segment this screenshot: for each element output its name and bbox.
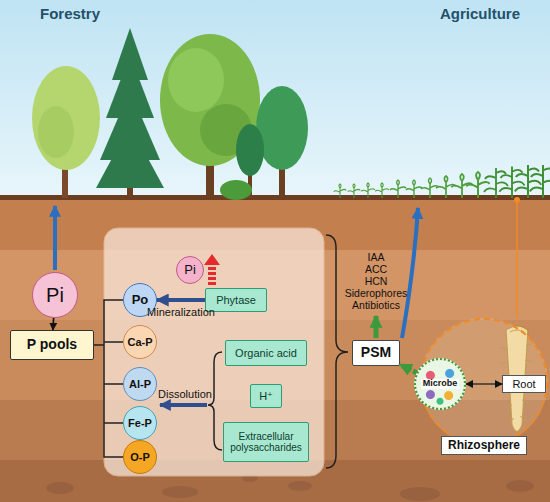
node-label: Root [512,378,535,390]
region-title: Agriculture [420,6,540,23]
process-label: Dissolution [150,388,220,400]
secretion-arrow [374,316,379,338]
pi-circle: Pi [176,256,204,284]
node-label: Po [132,293,149,307]
factor-label: Siderophores [336,288,416,300]
factor-label: IAA [336,252,416,264]
factor-label: HCN [336,276,416,288]
dissolution-bracket [208,352,222,450]
node-label: Ca-P [127,336,152,348]
uptake-arrow [402,208,418,338]
pool-circle: Fe-P [123,406,157,440]
node-label: Fe-P [128,417,152,429]
mechanism-box: H⁺ [250,384,282,408]
rhizosphere-circle: RhizosphereMicrobeRoot [420,318,548,446]
mechanism-brace [326,235,348,468]
process-panel [104,228,324,476]
node-label: Extracellular polysaccharides [224,431,308,453]
pool-box: P pools [10,330,94,360]
mechanism-box: Organic acid [225,340,307,366]
node-label: H⁺ [259,390,273,402]
node-label: Rhizosphere [441,436,527,455]
soil-layers [0,195,550,502]
region-title: Forestry [20,6,120,23]
factor-label: ACC [336,264,416,276]
node-label: P pools [27,337,77,352]
flow-arrow [157,298,205,302]
node-label: PSM [361,345,391,360]
pool-circle: Ca-P [123,325,157,359]
sky [0,0,550,200]
node-label: Phytase [216,294,256,306]
factor-label: Antibiotics [336,300,416,312]
mechanism-box: Extracellular polysaccharides [223,422,309,462]
pool-bracket [94,300,123,457]
node-label: Organic acid [235,347,297,359]
edge-label: Mineralization [136,306,226,318]
pi-circle: Pi [32,272,78,318]
dissolution-arrow [160,403,207,407]
crops [334,165,550,198]
node-label: Pi [184,263,196,277]
psm-box: PSM [352,340,400,366]
node-label: Microbe [421,379,460,389]
node-label: Al-P [129,378,151,390]
uptake-arrow [53,206,57,270]
pebbles [46,474,534,501]
forest-trees [32,28,308,200]
node-label: O-P [130,451,150,463]
pool-circle: Al-P [123,367,157,401]
flow-arrow [52,318,54,330]
flow-arrow [400,365,417,373]
root-label: Root [502,375,546,393]
pool-circle: O-P [123,440,157,474]
microbe-circle: Microbe [414,358,466,410]
node-label: Pi [46,284,64,306]
increase-arrow [204,254,220,285]
